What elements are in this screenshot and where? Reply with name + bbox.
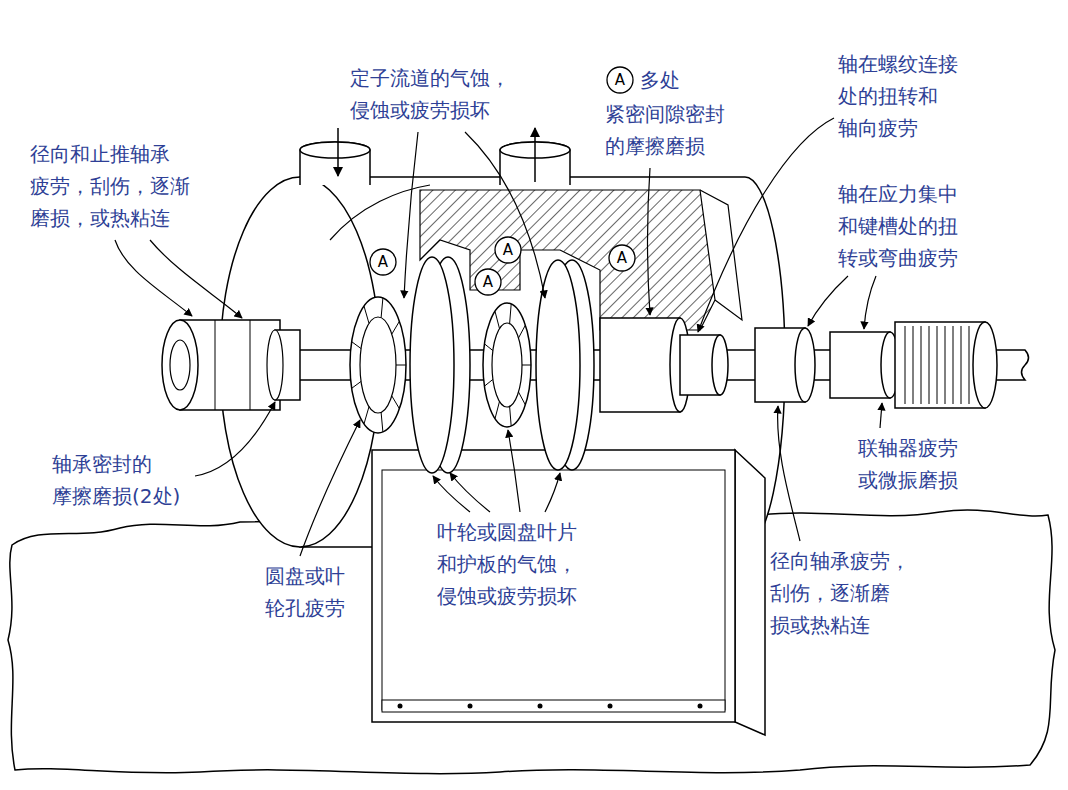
- bolt-dot: [538, 704, 543, 709]
- callout-circle: A: [606, 66, 634, 94]
- bearing-bore: [170, 340, 190, 390]
- leader-line: [508, 430, 520, 512]
- leader-line: [450, 473, 490, 512]
- stand-panel: [382, 470, 725, 710]
- callout-letter: A: [608, 249, 636, 267]
- failure-callout: 叶轮或圆盘叶片 和护板的气蚀， 侵蚀或疲劳损坏: [432, 516, 582, 612]
- inlet-nozzle: [300, 142, 370, 185]
- bolt-dot: [608, 704, 613, 709]
- callout-letter: A: [369, 253, 397, 271]
- spline-face: [973, 322, 997, 408]
- impeller-disk: [410, 257, 454, 473]
- impeller-ring: [483, 303, 531, 427]
- spline-coupling: [895, 322, 985, 408]
- stand-side: [735, 450, 765, 735]
- leader-line: [195, 402, 275, 476]
- bolt-dot: [698, 704, 703, 709]
- collar-face: [712, 335, 728, 395]
- leader-line: [115, 240, 192, 316]
- leader-line: [864, 276, 876, 329]
- failure-callout: 径向轴承疲劳， 刮伤，逐渐磨 损或热粘连: [770, 545, 920, 641]
- circle-shape: [609, 245, 635, 271]
- impeller-vanes: [484, 304, 531, 426]
- stand-frame: [372, 450, 735, 722]
- impeller-eye: [492, 323, 522, 407]
- seal-sleeve: [600, 318, 680, 412]
- spline-teeth: [905, 326, 969, 404]
- inlet-nozzle-top: [300, 142, 370, 158]
- failure-callout: 轴在应力集中 和键槽处的扭 转或弯曲疲劳: [838, 178, 968, 274]
- circle-shape: [475, 269, 501, 295]
- leader-line: [465, 132, 545, 298]
- bearing-face: [795, 328, 815, 402]
- leader-line: [150, 240, 242, 318]
- bolt-dot: [398, 704, 403, 709]
- failure-callout: 轴承密封的 摩擦磨损(2处): [52, 448, 192, 512]
- stand-base: [382, 700, 725, 712]
- leader-line: [545, 473, 560, 512]
- bearing-face: [162, 320, 198, 410]
- impeller-eye: [360, 317, 396, 413]
- seal-face: [267, 330, 283, 400]
- leader-line: [433, 476, 470, 512]
- failure-callout: 定子流道的气蚀， 侵蚀或疲劳损坏: [350, 62, 520, 126]
- callout-circle: A: [494, 236, 522, 264]
- impeller-ring: [350, 297, 406, 433]
- bearing-line: [215, 320, 216, 410]
- cutaway-edge: [330, 185, 430, 240]
- leader-line: [698, 118, 834, 332]
- callout-letter: A: [494, 241, 522, 259]
- leader-line: [808, 276, 848, 326]
- circle-shape: [370, 249, 396, 275]
- failure-callout: 圆盘或叶 轮孔疲劳: [265, 560, 355, 624]
- bearing-line: [250, 320, 251, 410]
- failure-callout: 轴在螺纹连接 处的扭转和 轴向疲劳: [838, 48, 968, 144]
- circle-shape: [607, 67, 633, 93]
- callout-letter: A: [474, 273, 502, 291]
- bolt-dot: [468, 704, 473, 709]
- leader-line: [300, 420, 360, 556]
- callout-letter: A: [606, 71, 634, 89]
- leader-line: [778, 406, 800, 541]
- failure-callout: 多处: [640, 64, 700, 96]
- failure-callout: 紧密间隙密封 的摩擦磨损: [605, 98, 735, 162]
- failure-callout: 径向和止推轴承 疲劳，刮伤，逐渐 磨损，或热粘连: [30, 138, 200, 234]
- failure-callout: 联轴器疲劳 或微振磨损: [858, 432, 968, 496]
- impeller-disk: [536, 260, 580, 470]
- flow-out-arrow: [534, 128, 536, 182]
- callout-circle: A: [474, 268, 502, 296]
- circle-shape: [495, 237, 521, 263]
- callout-circle: A: [608, 244, 636, 272]
- leader-line: [404, 132, 418, 298]
- flow-in-arrow: [337, 128, 339, 176]
- leader-line: [648, 168, 651, 315]
- impeller-vanes: [352, 298, 406, 432]
- callout-circle: A: [369, 248, 397, 276]
- casing-wall-cut: [700, 190, 742, 320]
- leader-line: [880, 403, 882, 428]
